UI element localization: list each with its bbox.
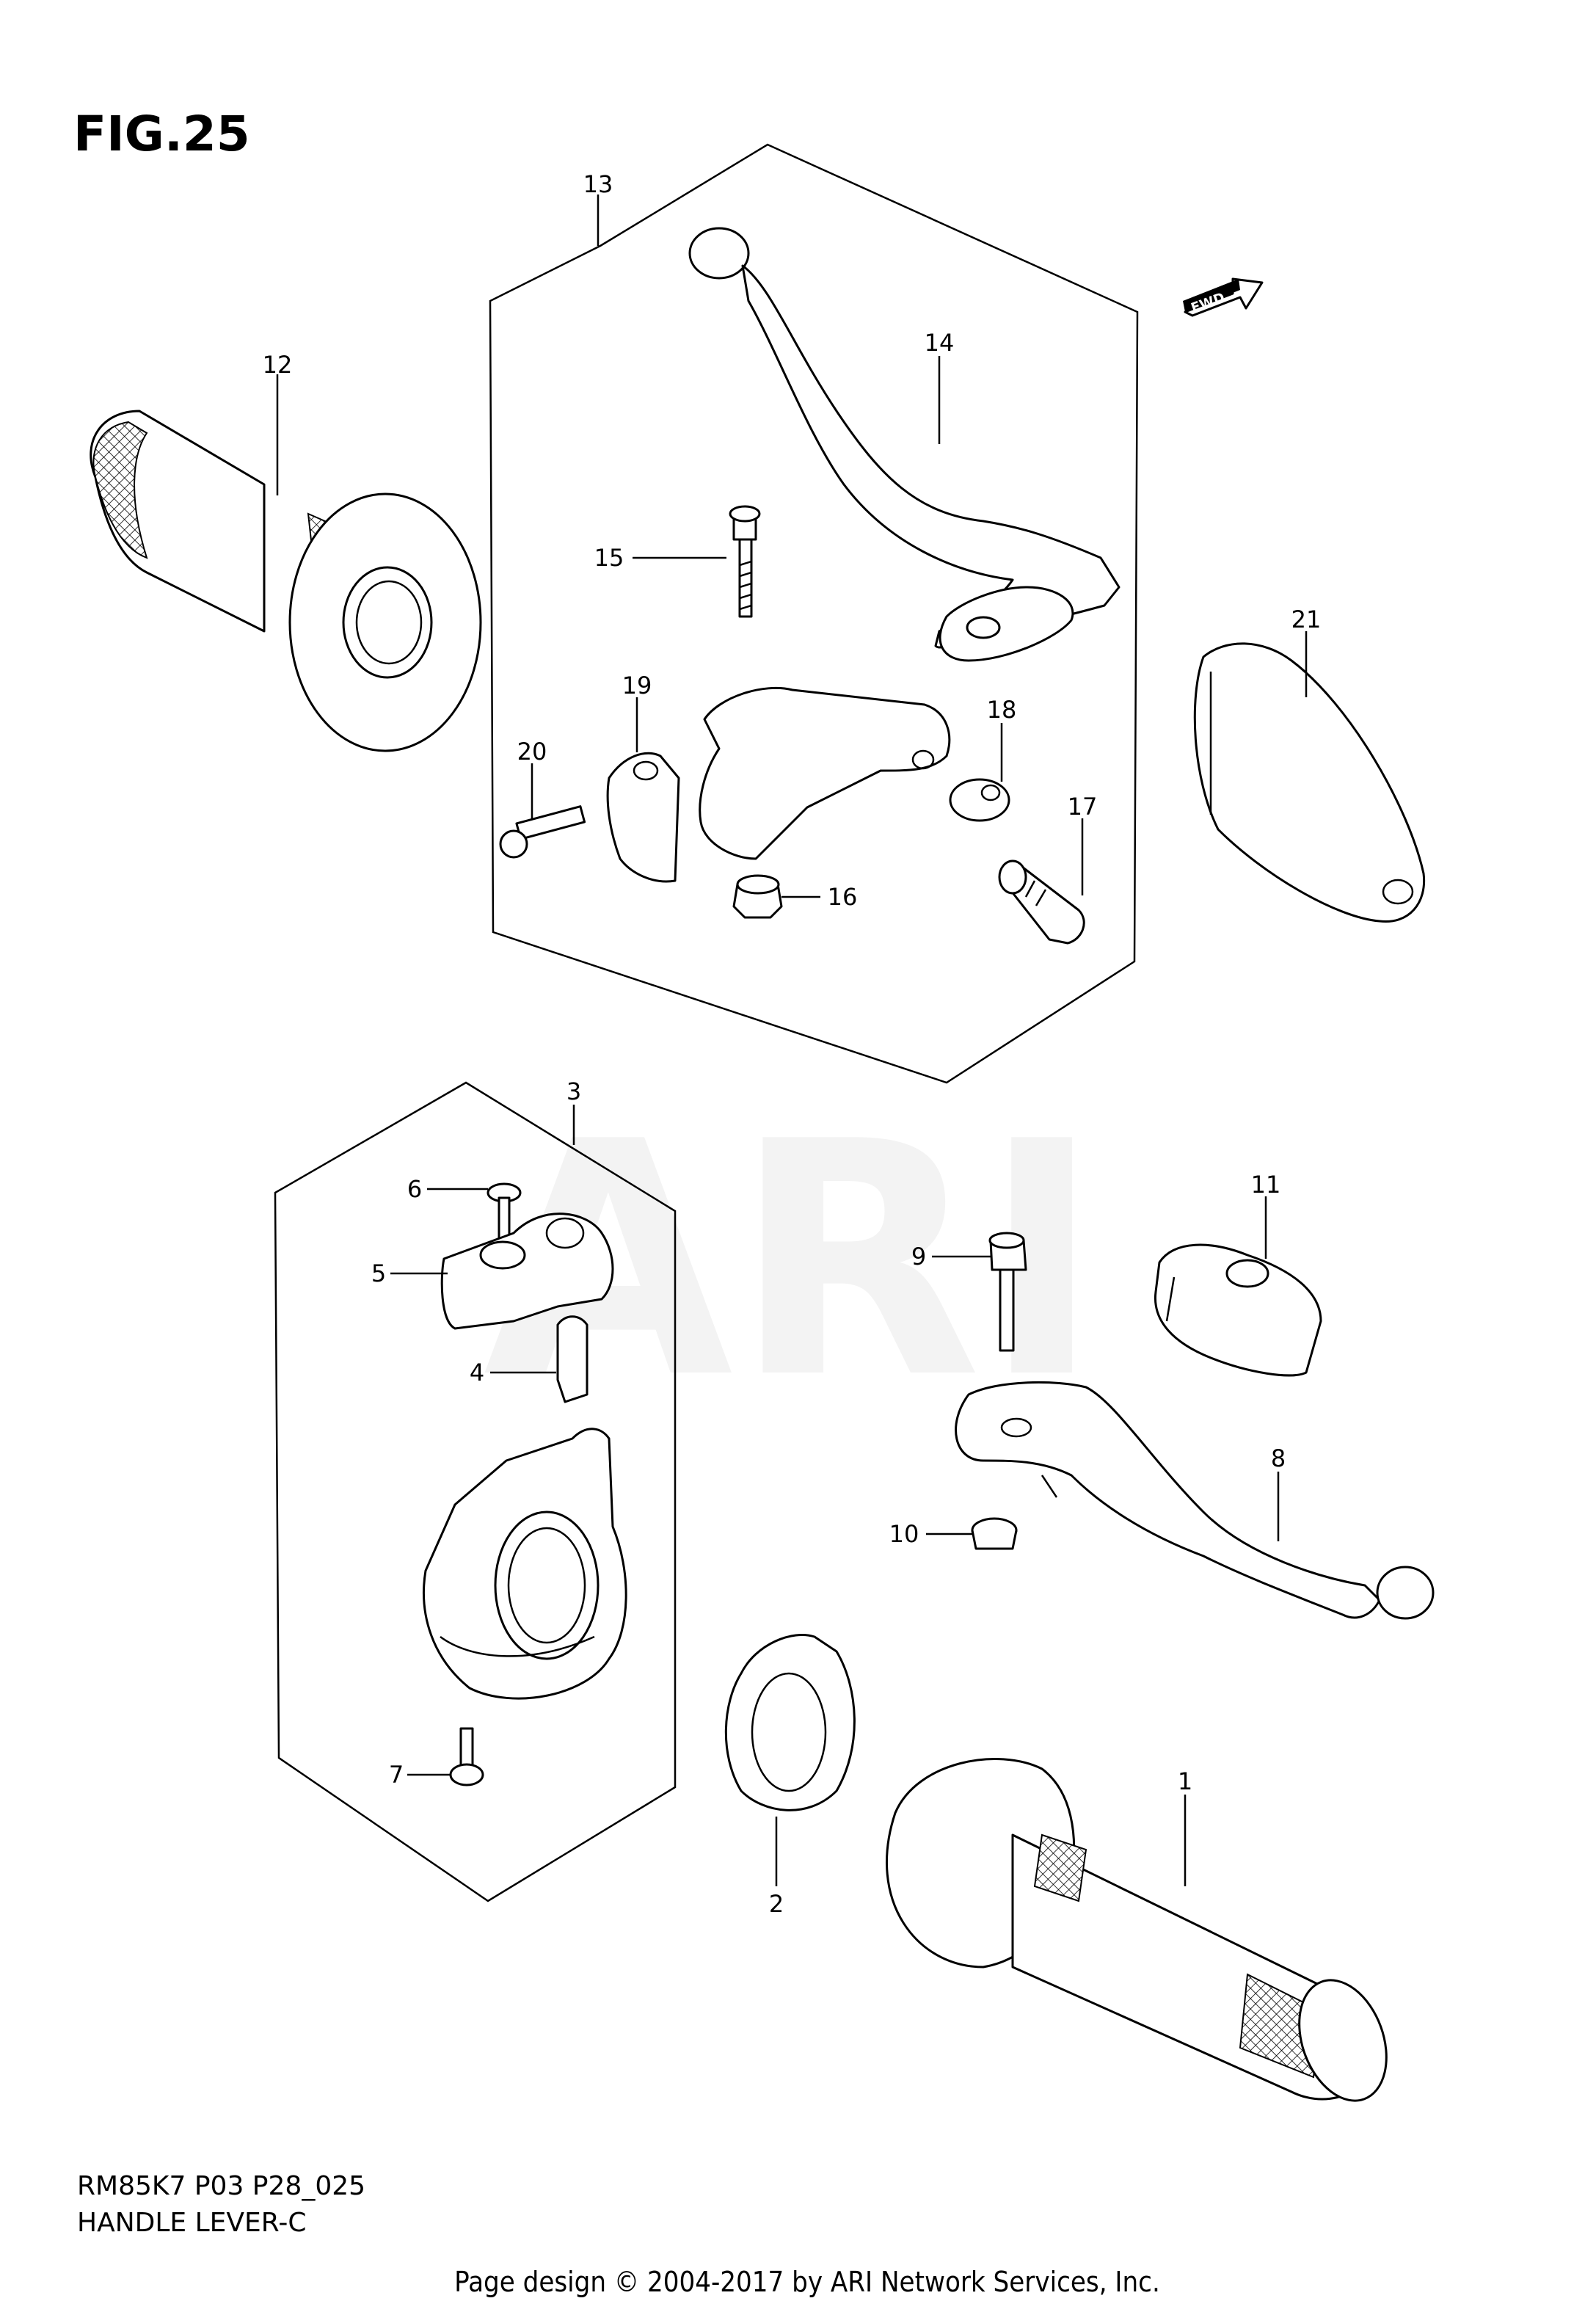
callout-label: 16: [828, 883, 858, 911]
callout-label: 4: [470, 1359, 484, 1386]
callout-label: 14: [925, 329, 955, 357]
callout-15: 15: [594, 544, 726, 572]
callout-10: 10: [889, 1520, 972, 1548]
cable-adjuster-part: [998, 859, 1085, 945]
callout-13: 13: [583, 170, 613, 246]
copyright-credit: Page design © 2004-2017 by ARI Network S…: [454, 2266, 1160, 2298]
callout-label: 5: [371, 1259, 386, 1287]
grip-right-part: [886, 1758, 1388, 2102]
callout-2: 2: [769, 1817, 784, 1918]
section-title: HANDLE LEVER-C: [77, 2208, 306, 2238]
callout-20: 20: [517, 738, 547, 818]
callout-label: 1: [1178, 1767, 1192, 1795]
callout-label: 17: [1068, 793, 1098, 821]
clutch-lever-bolt-part: [729, 505, 761, 618]
callout-7: 7: [389, 1761, 451, 1789]
housing-screw-part: [449, 1727, 484, 1786]
brake-lever-cover-part: [1154, 1243, 1322, 1377]
callout-label: 15: [594, 544, 624, 572]
brake-lever-part: [955, 1381, 1435, 1620]
grip-left-part: [90, 410, 482, 752]
forward-direction-icon: FWD: [1183, 277, 1264, 317]
model-code: RM85K7 P03 P28_025: [77, 2171, 365, 2201]
callout-label: 2: [769, 1890, 784, 1918]
callout-5: 5: [371, 1259, 448, 1287]
clutch-lever-cover-part: [1193, 642, 1426, 923]
callout-3: 3: [566, 1077, 581, 1145]
callout-17: 17: [1068, 793, 1098, 895]
callout-label: 7: [389, 1761, 404, 1789]
callout-label: 18: [987, 696, 1017, 724]
brake-lever-bolt-part: [988, 1232, 1027, 1352]
figure-title: FIG.25: [73, 106, 250, 162]
clutch-assembly-outline: [489, 143, 1139, 1084]
adjuster-nut-part: [949, 778, 1010, 822]
callout-9: 9: [911, 1243, 991, 1270]
housing-cover-part: [440, 1213, 614, 1330]
callout-label: 12: [263, 351, 293, 379]
clutch-lever-nut-part: [732, 874, 783, 919]
throttle-housing-part: [423, 1428, 627, 1700]
callout-12: 12: [263, 351, 293, 495]
cable-clip-part: [556, 1315, 589, 1403]
callout-label: 10: [889, 1520, 919, 1548]
throttle-cable-ring-part: [724, 1633, 856, 1811]
callout-label: 3: [566, 1077, 581, 1105]
callout-16: 16: [781, 883, 857, 911]
clutch-lever-part: [688, 227, 1121, 662]
lever-holder-part: [606, 686, 951, 883]
callout-14: 14: [925, 329, 955, 444]
cover-screw-part: [487, 1182, 522, 1245]
callout-label: 8: [1271, 1444, 1286, 1472]
callout-label: 21: [1291, 606, 1322, 633]
callout-label: 6: [407, 1175, 422, 1203]
brake-lever-nut-part: [971, 1517, 1018, 1550]
callout-19: 19: [622, 672, 652, 752]
callout-1: 1: [1178, 1767, 1192, 1886]
callout-11: 11: [1251, 1171, 1281, 1259]
callout-21: 21: [1291, 606, 1322, 697]
callout-6: 6: [407, 1175, 488, 1203]
clamp-bolt-part: [499, 805, 586, 859]
callout-label: 11: [1251, 1171, 1281, 1199]
callout-label: 20: [517, 738, 547, 766]
callout-label: 9: [911, 1243, 926, 1270]
callout-4: 4: [470, 1359, 556, 1386]
callout-18: 18: [987, 696, 1017, 782]
callout-label: 13: [583, 170, 613, 198]
throttle-assembly-outline: [274, 1081, 677, 1902]
callout-8: 8: [1271, 1444, 1286, 1541]
callout-label: 19: [622, 672, 652, 699]
